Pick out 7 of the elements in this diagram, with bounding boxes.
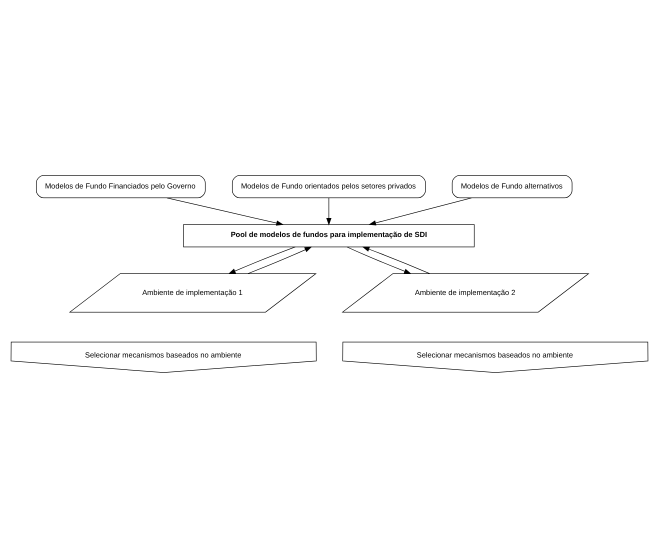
arrow [362, 246, 430, 274]
arrow [228, 246, 296, 274]
arrow [346, 246, 412, 274]
arrow [326, 198, 332, 226]
arrow [166, 198, 284, 226]
arrow [368, 198, 472, 226]
arrow [248, 246, 312, 274]
